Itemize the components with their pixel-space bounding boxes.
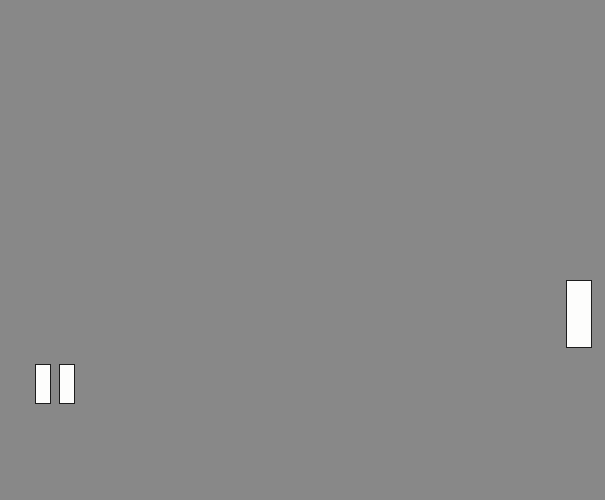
incomplete-ac-zone-label <box>566 280 592 348</box>
dip-station-2 <box>59 364 75 404</box>
dip-station-1 <box>35 364 51 404</box>
